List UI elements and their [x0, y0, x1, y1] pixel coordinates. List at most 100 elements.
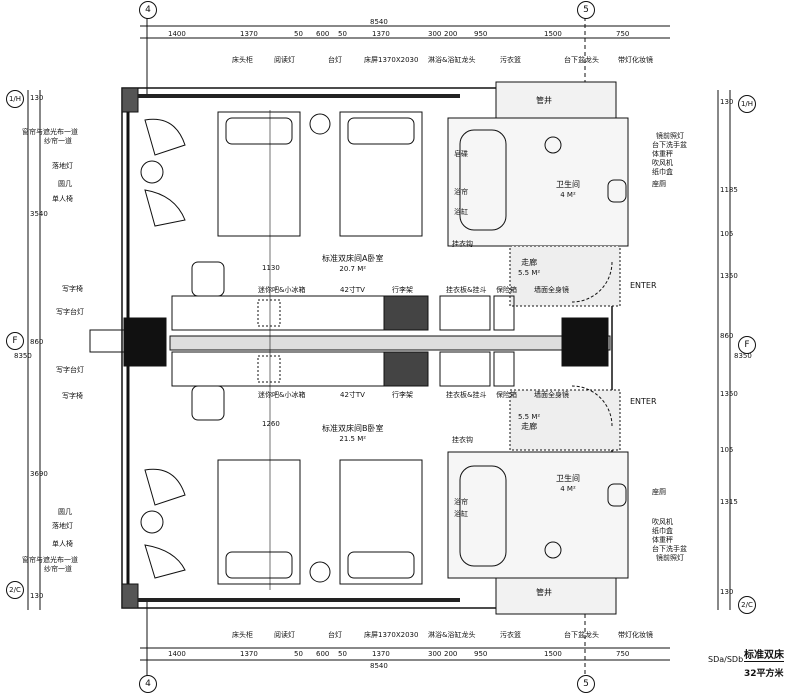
entry-b-label: ENTER — [630, 397, 657, 406]
footer-code: SDa/SDb — [708, 655, 744, 664]
label-side-table-top: 圆几 — [58, 180, 72, 188]
luggage-rack-a — [383, 295, 429, 331]
label-towel-bottom: 污衣篮 — [500, 631, 521, 639]
bath-a-label: 卫生间 4 M² — [556, 180, 580, 200]
dim-bottom-seg: 200 — [444, 650, 458, 658]
label-reading-lamp-top: 阅读灯 — [274, 56, 295, 64]
corridor-a-area: 5.5 M² — [518, 269, 541, 277]
label-minibar-b: 迷你吧&小冰箱 — [258, 391, 306, 399]
room-a-area: 20.7 M² — [339, 265, 367, 273]
footer-title: 标准双床 — [744, 646, 784, 662]
grid-bubble-1h-right: 1/H — [738, 95, 756, 113]
bathtub-b — [459, 465, 507, 567]
wall-outline — [121, 87, 613, 609]
label-tissue-b: 纸巾盒 — [652, 527, 673, 535]
grid-bubble-1h-left: 1/H — [6, 90, 24, 108]
dim-top-seg: 50 — [338, 30, 347, 38]
room-b-label: 标准双床间B卧室 21.5 M² — [322, 424, 384, 444]
dim-top-seg: 1370 — [372, 30, 390, 38]
bath-b-label: 卫生间 4 M² — [556, 474, 580, 494]
label-towel-top: 污衣篮 — [500, 56, 521, 64]
dim-right-seg: 1185 — [720, 186, 738, 194]
shaft-top-label: 管井 — [536, 96, 552, 105]
side-table-a — [140, 160, 164, 184]
dim-right-seg: 130 — [720, 98, 734, 106]
label-desk-chair-a: 写字椅 — [62, 285, 83, 293]
entry-a-label: ENTER — [630, 281, 657, 290]
corridor-a-name: 走廊 — [521, 258, 538, 267]
dim-top-seg: 50 — [294, 30, 303, 38]
label-bedhead-top: 床头柜 — [232, 56, 253, 64]
dim-bottom-seg: 1500 — [544, 650, 562, 658]
label-shower-head-bottom: 淋浴&浴缸龙头 — [428, 631, 476, 639]
room-b-name: 标准双床间B卧室 — [322, 424, 384, 433]
label-fullmirror-b: 墙面全身镜 — [534, 391, 569, 399]
label-armchair-top: 单人椅 — [52, 195, 73, 203]
dim-right-seg: 1350 — [720, 272, 738, 280]
label-wardrobe-b: 挂衣板&挂斗 — [446, 391, 487, 399]
dim-top-seg: 200 — [444, 30, 458, 38]
label-tub-b: 浴缸 — [454, 510, 468, 518]
label-safe-b: 保险箱 — [496, 391, 517, 399]
nightstand-a — [309, 113, 331, 135]
label-soap-a: 皂碟 — [454, 150, 468, 158]
bath-b-area: 4 M² — [560, 485, 576, 493]
label-bedhead-bottom: 床头柜 — [232, 631, 253, 639]
door-b — [571, 385, 613, 427]
label-hairdryer-b: 吹风机 — [652, 518, 673, 526]
toilet-b — [607, 483, 627, 507]
grid-bubble-f-left: F — [6, 332, 24, 350]
label-shower-curtain-a: 浴帘 — [454, 188, 468, 196]
dim-left-seg: 860 — [30, 338, 44, 346]
dim-top-seg: 1370 — [240, 30, 258, 38]
dim-top-seg: 750 — [616, 30, 630, 38]
label-desk-chair-b: 写字椅 — [62, 392, 83, 400]
label-floor-lamp-top: 落地灯 — [52, 162, 73, 170]
label-minibar-a: 迷你吧&小冰箱 — [258, 286, 306, 294]
shaft-bottom — [495, 577, 617, 615]
dim-bottom-seg: 300 — [428, 650, 442, 658]
grid-bubble-5-bottom: 5 — [577, 675, 595, 693]
label-curtain-top: 窗帘与遮光布一道 — [22, 128, 78, 136]
dim-bottom-total: 8540 — [370, 662, 388, 670]
label-vanity-light-b: 镜前照灯 — [656, 554, 684, 562]
bed-b1 — [217, 459, 301, 585]
dim-right-seg: 105 — [720, 230, 734, 238]
dim-right-total: 8350 — [734, 352, 752, 360]
safe-a — [493, 295, 515, 331]
dim-top-seg: 1500 — [544, 30, 562, 38]
dim-right-seg: 1350 — [720, 390, 738, 398]
grid-bubble-f-right: F — [738, 336, 756, 354]
luggage-rack-b — [383, 351, 429, 387]
label-toilet-b: 座厕 — [652, 488, 666, 496]
label-mirror-bottom: 带灯化妆镜 — [618, 631, 653, 639]
label-hook-a: 挂衣钩 — [452, 240, 473, 248]
label-scale-b: 体重秤 — [652, 536, 673, 544]
corridor-a-label: 走廊 5.5 M² — [518, 258, 540, 278]
bath-a-area: 4 M² — [560, 191, 576, 199]
grid-bubble-4-bottom: 4 — [139, 675, 157, 693]
label-basin-tap-top: 台下盆龙头 — [564, 56, 599, 64]
dim-bottom-seg: 50 — [294, 650, 303, 658]
dim-top-seg: 950 — [474, 30, 488, 38]
corridor-b-name: 走廊 — [521, 422, 538, 431]
label-safe-a: 保险箱 — [496, 286, 517, 294]
label-shower-curtain-b: 浴帘 — [454, 498, 468, 506]
column-right — [561, 317, 609, 367]
label-toilet-a: 座厕 — [652, 180, 666, 188]
label-basin-b: 台下洗手盆 — [652, 545, 687, 553]
dim-left-seg: 130 — [30, 592, 44, 600]
dim-top-seg: 300 — [428, 30, 442, 38]
dim-top-seg: 1400 — [168, 30, 186, 38]
label-fullmirror-a: 墙面全身镜 — [534, 286, 569, 294]
desk-b — [171, 351, 385, 387]
bathroom-a — [447, 117, 629, 247]
dim-bottom-seg: 1400 — [168, 650, 186, 658]
bathtub-a — [459, 129, 507, 231]
dim-left-total: 8350 — [14, 352, 32, 360]
bed-a2 — [339, 111, 423, 237]
wardrobe-b — [439, 351, 491, 387]
dim-bottom-seg: 50 — [338, 650, 347, 658]
dim-bottom-seg: 1370 — [240, 650, 258, 658]
